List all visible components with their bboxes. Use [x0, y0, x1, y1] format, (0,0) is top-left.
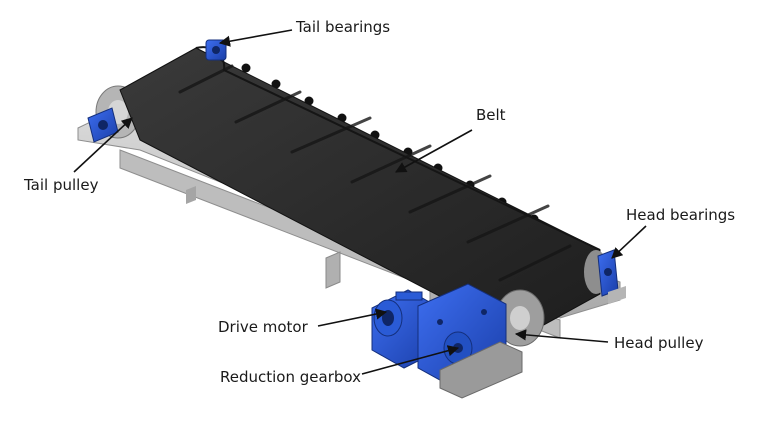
label-belt: Belt [476, 106, 506, 124]
label-reduction-gearbox: Reduction gearbox [220, 368, 361, 386]
leader-drive-motor [317, 308, 388, 327]
head-pulley-shape [495, 250, 608, 347]
leader-lines [73, 29, 647, 375]
label-head-bearings: Head bearings [626, 206, 736, 224]
label-tail-pulley: Tail pulley [24, 176, 99, 194]
leader-head-pulley [514, 329, 609, 343]
leader-reduction-gearbox [361, 345, 460, 375]
head-bearing [597, 249, 626, 304]
belt-shape [119, 46, 601, 339]
leader-tail-pulley [73, 117, 133, 173]
label-head-pulley: Head pulley [614, 334, 704, 352]
reduction-gearbox-shape [417, 283, 523, 399]
label-tail-bearings: Tail bearings [296, 18, 391, 36]
leader-head-bearings [611, 225, 647, 259]
label-drive-motor: Drive motor [218, 318, 308, 336]
tail-bearing-front [87, 107, 119, 143]
leader-belt [395, 129, 473, 173]
leader-tail-bearings [218, 29, 293, 47]
